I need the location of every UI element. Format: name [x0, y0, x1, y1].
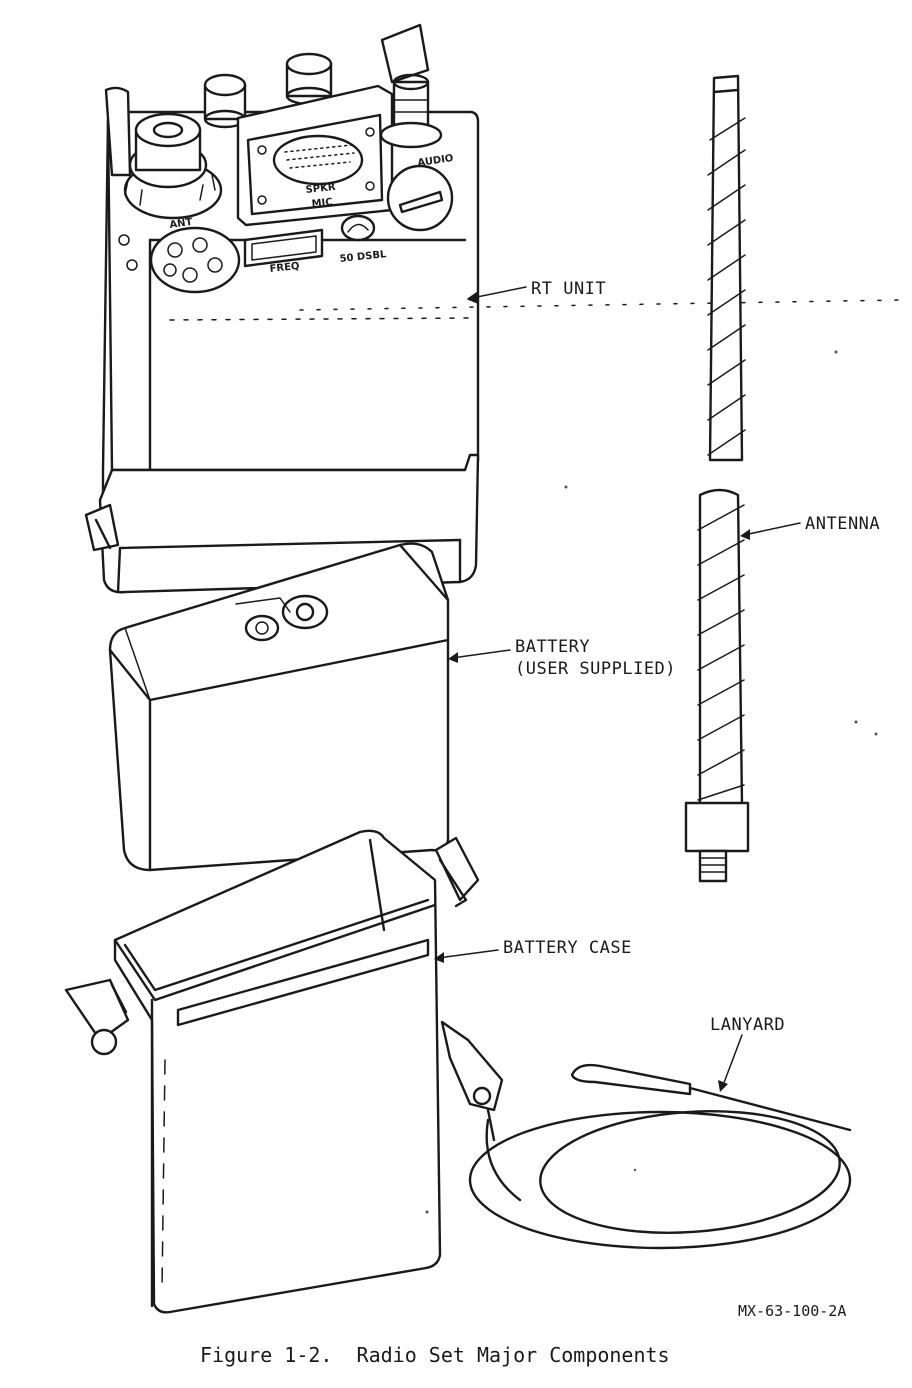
battery-case-drawing: [64, 829, 480, 1314]
rt-unit-drawing: ANT FREQ SPKR MIC AUDIO 50 DSBL: [84, 23, 901, 594]
battery-case-label: BATTERY CASE: [503, 938, 632, 958]
antenna-label: ANTENNA: [805, 514, 880, 534]
speaker-mic-connector: [236, 84, 394, 227]
whip-base: [379, 23, 443, 149]
antenna-drawing: [684, 74, 750, 883]
channel-selector-knob: [149, 226, 241, 294]
audio-connector: [386, 164, 454, 232]
dsbl-label: 50 DSBL: [339, 249, 387, 265]
lanyard-drawing: [440, 1020, 852, 1250]
battery-label-line1: BATTERY: [515, 637, 590, 657]
freq-window: [243, 228, 324, 268]
lanyard-label: LANYARD: [710, 1015, 785, 1035]
volume-knob: [203, 73, 247, 129]
mic-label: MIC: [311, 197, 333, 210]
ant-label: ANT: [169, 217, 193, 231]
battery-drawing: [108, 542, 450, 872]
freq-label: FREQ: [269, 261, 300, 275]
antenna-connector: [123, 112, 223, 220]
spkr-label: SPKR: [305, 182, 336, 196]
audio-label: AUDIO: [417, 153, 454, 169]
squelch-knob: [285, 52, 333, 106]
callout-leaders: [434, 286, 801, 1092]
reference-code: MX-63-100-2A: [738, 1302, 846, 1320]
dsbl-switch: [340, 214, 376, 242]
scan-specks: [425, 350, 878, 1214]
figure-caption: Figure 1-2. Radio Set Major Components: [200, 1343, 670, 1367]
battery-label-line2: (USER SUPPLIED): [515, 659, 676, 679]
rt-unit-label: RT UNIT: [531, 279, 606, 299]
